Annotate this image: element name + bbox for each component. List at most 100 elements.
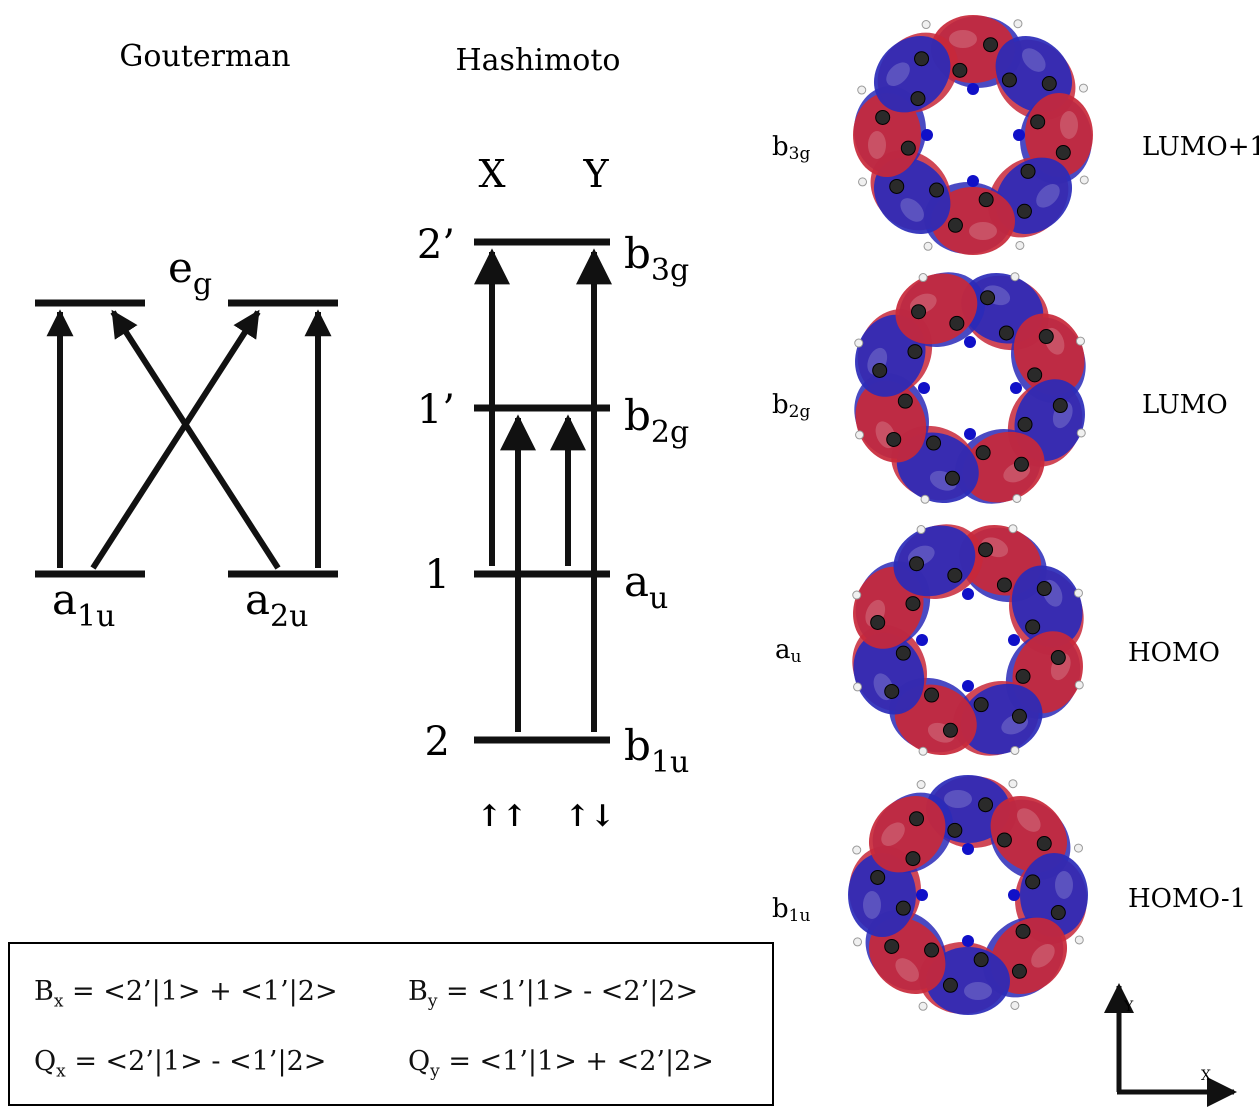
carbon-atom xyxy=(1036,836,1052,852)
carbon-atom xyxy=(905,596,921,612)
hydrogen-atom xyxy=(1010,272,1020,282)
carbon-atom xyxy=(897,393,913,409)
hydrogen-atom xyxy=(1074,680,1084,690)
carbon-atom xyxy=(975,445,991,461)
orbital-highlight xyxy=(964,982,992,1000)
carbon-atom xyxy=(1036,581,1052,597)
carbon-atom xyxy=(1050,650,1066,666)
transition-arrow-a2u-eg-left xyxy=(110,309,281,570)
level-label-1: 1 xyxy=(425,552,450,598)
gouterman-title: Gouterman xyxy=(119,39,290,74)
carbon-atom xyxy=(980,290,996,306)
nitrogen-atom xyxy=(916,889,928,901)
hydrogen-atom xyxy=(1012,493,1022,503)
nitrogen-atom xyxy=(967,83,979,95)
carbon-atom xyxy=(1015,668,1031,684)
sym-label-au: au xyxy=(624,557,668,616)
nitrogen-atom xyxy=(1013,129,1025,141)
carbon-atom xyxy=(1016,203,1032,219)
equation-qx: Qx = <2’|1> - <1’|2> xyxy=(34,1046,327,1082)
hydrogen-atom xyxy=(1073,843,1083,853)
orbital-highlight xyxy=(1031,944,1055,968)
carbon-atom xyxy=(889,178,905,194)
carbon-atom xyxy=(947,567,963,583)
hydrogen-atom xyxy=(921,20,931,30)
a2u-label: a2u xyxy=(245,575,308,634)
nitrogen-atom xyxy=(962,588,974,600)
nitrogen-atom xyxy=(1010,382,1022,394)
hydrogen-atom xyxy=(858,177,868,187)
nitrogen-atom xyxy=(1008,889,1020,901)
hydrogen-atom xyxy=(855,430,865,440)
carbon-atom xyxy=(973,952,989,968)
hydrogen-atom xyxy=(916,525,926,535)
equation-by: By = <1’|1> - <2’|2> xyxy=(408,976,699,1012)
hydrogen-atom xyxy=(853,682,863,692)
orbital-highlight xyxy=(1022,48,1046,72)
orbital-lobe xyxy=(868,795,946,873)
orbital-lobe xyxy=(1025,93,1093,177)
orbital-name-lumo: LUMO xyxy=(1142,390,1228,420)
hydrogen-atom xyxy=(1008,524,1018,534)
carbon-atom xyxy=(900,140,916,156)
level-label-1prime: 1’ xyxy=(417,387,455,433)
carbon-atom xyxy=(1011,708,1027,724)
y-axis-label: Y xyxy=(1123,999,1134,1015)
carbon-atom xyxy=(870,869,886,885)
column-y-label: Y xyxy=(582,152,609,196)
carbon-atom xyxy=(978,542,994,558)
carbon-atom xyxy=(947,217,963,233)
carbon-atom xyxy=(983,37,999,53)
spin-pair-x: ↑↑ xyxy=(477,799,527,834)
orbital-lobe xyxy=(873,35,951,113)
sym-label-b3g: b3g xyxy=(624,229,689,288)
equation-box: Bx = <2’|1> + <1’|2> By = <1’|1> - <2’|2… xyxy=(8,942,774,1106)
carbon-atom xyxy=(973,697,989,713)
eg-label: eg xyxy=(168,243,212,302)
orbital-sym-label-b1u: b1u xyxy=(772,894,810,926)
carbon-atom xyxy=(949,315,965,331)
carbon-atom xyxy=(924,942,940,958)
carbon-atom xyxy=(1025,874,1041,890)
orbital-lobe xyxy=(1020,853,1088,937)
orbital-sym-label-b2g: b2g xyxy=(772,390,810,422)
carbon-atom xyxy=(1050,905,1066,921)
orbital-lobe xyxy=(995,35,1073,113)
orbital-images-column xyxy=(848,15,1093,1015)
orbital-highlight xyxy=(1017,808,1041,832)
carbon-atom xyxy=(870,614,886,630)
equation-qy: Qy = <1’|1> + <2’|2> xyxy=(408,1046,714,1082)
orbital-highlight xyxy=(868,131,886,159)
hydrogen-atom xyxy=(918,273,928,283)
orbital-lobe xyxy=(990,795,1068,873)
carbon-atom xyxy=(926,435,942,451)
hydrogen-atom xyxy=(1010,1000,1020,1010)
hydrogen-atom xyxy=(853,937,863,947)
axes-indicator: Y X xyxy=(1104,983,1237,1107)
carbon-atom xyxy=(1001,72,1017,88)
carbon-atom xyxy=(1013,456,1029,472)
orbital-highlight xyxy=(1060,111,1078,139)
hashimoto-title: Hashimoto xyxy=(456,43,621,78)
carbon-atom xyxy=(1041,76,1057,92)
orbital-highlight xyxy=(949,30,977,48)
hydrogen-atom xyxy=(920,494,930,504)
orbital-lobe xyxy=(873,157,951,235)
transition-arrow-a1u-eg-right xyxy=(90,309,261,570)
a1u-label: a1u xyxy=(52,575,115,634)
carbon-atom xyxy=(929,182,945,198)
carbon-atom xyxy=(1025,619,1041,635)
gouterman-diagram: Gouterman eg a1u a2u xyxy=(35,39,338,634)
carbon-atom xyxy=(978,192,994,208)
carbon-atom xyxy=(942,722,958,738)
carbon-atom xyxy=(942,977,958,993)
orbital-highlight xyxy=(969,222,997,240)
orbital-name-homo-minus-1: HOMO-1 xyxy=(1128,884,1246,914)
carbon-atom xyxy=(944,470,960,486)
hydrogen-atom xyxy=(854,338,864,348)
carbon-atom xyxy=(886,431,902,447)
carbon-atom xyxy=(1055,145,1071,161)
orbital-highlight xyxy=(1055,871,1073,899)
hydrogen-atom xyxy=(852,845,862,855)
